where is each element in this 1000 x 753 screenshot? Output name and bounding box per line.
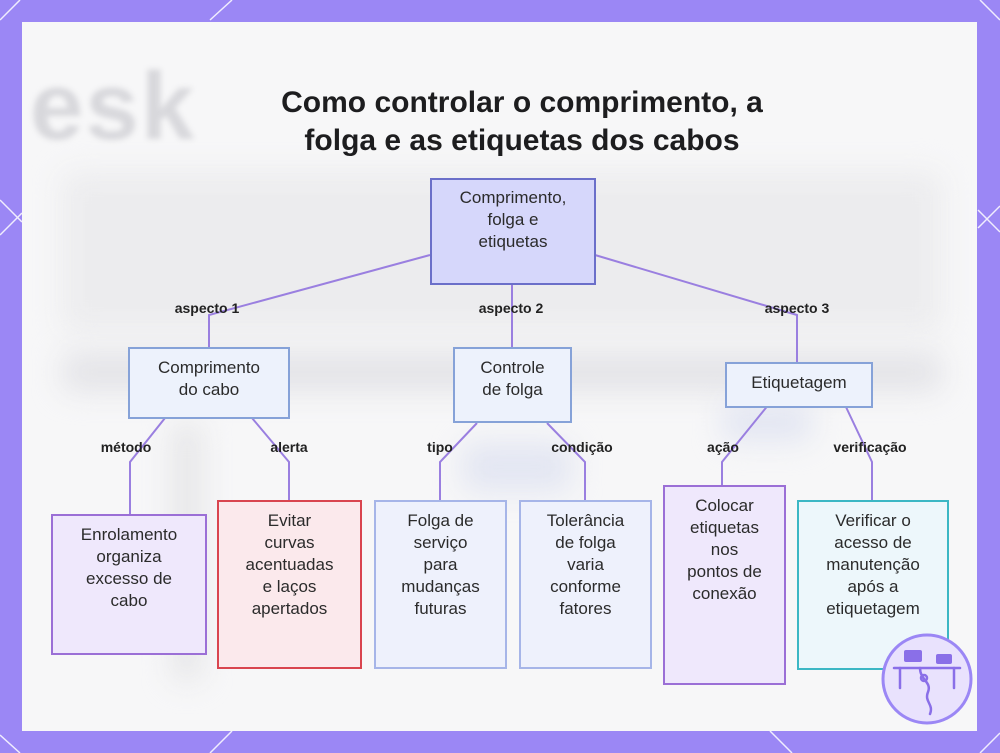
desk-workstation-icon	[881, 633, 973, 725]
link-aspecto-3	[594, 254, 798, 362]
connector-lines	[129, 254, 873, 514]
node-comprimento-label: Comprimento do cabo	[157, 358, 261, 399]
node-enrolamento-label: Enrolamento organiza excesso de cabo	[80, 525, 178, 610]
link-tipo	[439, 422, 478, 500]
node-evitar-curvas: Evitar curvas acentuadas e laços apertad…	[217, 500, 362, 669]
edge-label-metodo: método	[100, 439, 152, 455]
node-etiquetagem-label: Etiquetagem	[751, 373, 847, 392]
background-blur-shape	[462, 442, 572, 492]
edge-label-condicao: condição	[551, 439, 613, 455]
node-colocar-label: Colocar etiquetas nos pontos de conexão	[687, 496, 762, 603]
background-text: esk	[30, 53, 197, 160]
link-acao	[721, 387, 783, 485]
node-root: Comprimento, folga e etiquetas	[430, 178, 596, 285]
link-condicao	[546, 422, 586, 500]
edge-label-verificacao: verificação	[833, 439, 907, 455]
link-alerta	[251, 417, 290, 500]
diagram-card: esk Como controlar o comprimento, a folg…	[22, 22, 977, 731]
node-root-label: Comprimento, folga e etiquetas	[459, 188, 567, 251]
background-blur-shape	[722, 402, 812, 442]
edge-label-acao: ação	[707, 439, 739, 455]
node-folga-de-servico: Folga de serviço para mudanças futuras	[374, 500, 507, 669]
link-metodo	[129, 417, 166, 514]
title-line-2: folga e as etiquetas dos cabos	[304, 124, 740, 157]
node-evitar-label: Evitar curvas acentuadas e laços apertad…	[245, 511, 334, 618]
node-folga-label: Controle de folga	[480, 358, 545, 399]
title-line-1: Como controlar o comprimento, a	[281, 86, 763, 119]
edge-label-aspecto-2: aspecto 2	[478, 300, 544, 316]
edge-label-tipo: tipo	[427, 439, 453, 455]
edge-label-alerta: alerta	[270, 439, 308, 455]
node-enrolamento: Enrolamento organiza excesso de cabo	[51, 514, 207, 655]
node-verificar-label: Verificar o acesso de manutenção após a …	[826, 511, 920, 618]
node-tolerancia-de-folga: Tolerância de folga varia conforme fator…	[519, 500, 652, 669]
link-verificacao	[836, 387, 873, 500]
node-comprimento-do-cabo: Comprimento do cabo	[128, 347, 290, 419]
node-colocar-etiquetas: Colocar etiquetas nos pontos de conexão	[663, 485, 786, 685]
node-tolerancia-label: Tolerância de folga varia conforme fator…	[546, 511, 625, 618]
edge-label-aspecto-3: aspecto 3	[764, 300, 830, 316]
link-aspecto-1	[208, 254, 431, 347]
node-controle-de-folga: Controle de folga	[453, 347, 572, 423]
node-etiquetagem: Etiquetagem	[725, 362, 873, 408]
node-servico-label: Folga de serviço para mudanças futuras	[401, 511, 480, 618]
edge-label-aspecto-1: aspecto 1	[174, 300, 240, 316]
diagram-title: Como controlar o comprimento, a folga e …	[222, 84, 822, 160]
